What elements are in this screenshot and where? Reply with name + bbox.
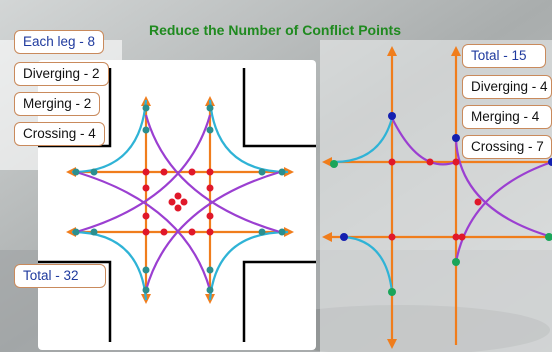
left-diverging-label: Diverging - 2 — [14, 62, 109, 86]
left-left-turns — [75, 114, 281, 291]
right-arrowheads — [322, 46, 461, 349]
each-leg-label: Each leg - 8 — [14, 30, 105, 54]
right-merging-label: Merging - 4 — [462, 105, 552, 129]
right-right-turns — [333, 117, 394, 293]
left-total-label: Total - 32 — [14, 264, 106, 288]
right-crossing-label: Crossing - 7 — [462, 135, 552, 159]
left-crossing-points — [142, 168, 214, 236]
right-merging-points — [330, 160, 552, 296]
right-total-label: Total - 15 — [462, 44, 546, 68]
right-diverging-label: Diverging - 4 — [462, 75, 552, 99]
left-curbs — [38, 68, 316, 342]
right-diverging-points — [340, 112, 552, 241]
slide-title: Reduce the Number of Conflict Points — [148, 22, 401, 38]
left-right-turns — [71, 99, 289, 301]
left-merging-label: Merging - 2 — [14, 92, 101, 116]
left-merge-diverge-points — [72, 104, 286, 294]
left-crossing-label: Crossing - 4 — [14, 122, 105, 146]
right-left-turns — [391, 117, 552, 263]
right-crossing-points — [388, 158, 482, 241]
